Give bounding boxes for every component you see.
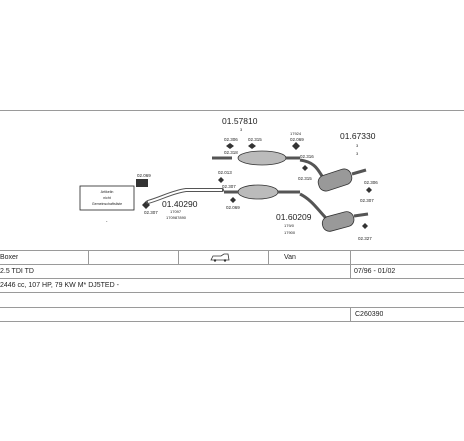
table-row-model: Boxer Van: [0, 250, 464, 264]
label-small-c: 02.306: [224, 137, 238, 142]
muffler-top: [237, 150, 287, 166]
lower-pipe: [299, 192, 328, 220]
label-small-f: 02.013: [218, 170, 232, 175]
clamp-l-icon: [366, 187, 372, 193]
info-box-line-3: Gemeinschaftsliste: [92, 202, 122, 206]
engine-spec: 2446 cc, 107 HP, 79 KW M* DJ5TED -: [0, 282, 119, 289]
rear-pipe: [299, 158, 324, 177]
label-small-i: 02.069: [290, 137, 304, 142]
muffler-center: [237, 184, 279, 200]
clamp-d-icon: [248, 143, 256, 149]
info-box: [79, 185, 135, 211]
rear-silencer: [317, 168, 353, 192]
label-main-mid: 01.60209: [276, 212, 312, 222]
vehicle-table: Boxer Van 2.5 TDI TD 07/96 - 01/02 2446 …: [0, 250, 464, 322]
lower-tailpipe: [353, 212, 369, 218]
label-small-l: 02.306: [364, 180, 378, 185]
diagram-top-border: [0, 110, 464, 111]
label-main-right-sub-1: 3: [356, 143, 359, 148]
body-type: Van: [284, 254, 296, 261]
info-box-line-1: Artikelin: [101, 190, 114, 194]
catalog-code: C260390: [355, 311, 384, 318]
label-small-j: 02.316: [300, 154, 314, 159]
label-main-right-sub-2: 3: [356, 151, 359, 156]
label-main-right: 01.67330: [340, 131, 376, 141]
clamp-lower-icon: [362, 223, 368, 229]
label-small-d: 02.315: [248, 137, 262, 142]
cell-divider: [350, 251, 351, 264]
label-small-g: 02.307: [222, 184, 236, 189]
label-small-n: 02.327: [358, 236, 372, 241]
cell-divider: [88, 251, 89, 264]
rear-tailpipe: [351, 168, 367, 176]
label-small-m: 02.307: [360, 198, 374, 203]
cell-divider: [350, 308, 351, 321]
lower-silencer: [321, 211, 355, 232]
label-sub-top: 17924: [290, 131, 302, 136]
exhaust-diagram: Artikelin nicht Gemeinschaftsliste . 02.…: [79, 116, 378, 241]
label-main-top: 01.57810: [222, 116, 258, 126]
model-name: Boxer: [0, 254, 19, 261]
label-sub-left: 17097: [170, 209, 182, 214]
label-small-h: 02.069: [226, 205, 240, 210]
front-pipe-inner: [147, 189, 222, 203]
label-main-top-sub: 3: [240, 127, 243, 132]
label-small-e: 02.318: [224, 150, 238, 155]
info-box-dot: .: [106, 218, 108, 224]
clamp-f-icon: [218, 177, 224, 183]
label-sub-left-2: 170987890: [166, 215, 187, 220]
table-row-code: C260390: [0, 307, 464, 322]
label-sub-mid-2: 17900: [284, 230, 296, 235]
cell-divider: [268, 251, 269, 264]
label-main-left: 01.40290: [162, 199, 198, 209]
clamp-center-icon: [230, 197, 236, 203]
van-icon: [210, 253, 230, 262]
label-small-b: 02.307: [144, 210, 158, 215]
label-small-a: 02.069: [137, 173, 151, 178]
date-range: 07/96 - 01/02: [354, 268, 396, 275]
info-box-line-2: nicht: [103, 196, 111, 200]
table-row-engine: 2.5 TDI TD 07/96 - 01/02: [0, 264, 464, 278]
engine-name: 2.5 TDI TD: [0, 268, 34, 275]
label-small-k: 02.315: [298, 176, 312, 181]
clamp-top-right-icon: [292, 142, 300, 150]
clamp-j-icon: [302, 165, 308, 171]
table-row-empty: [0, 292, 464, 307]
table-row-spec: 2446 cc, 107 HP, 79 KW M* DJ5TED -: [0, 278, 464, 292]
cell-divider: [350, 265, 351, 278]
left-gasket: [136, 179, 148, 187]
cell-divider: [178, 251, 179, 264]
label-sub-mid: 179/0: [284, 223, 295, 228]
clamp-c-icon: [226, 143, 234, 149]
